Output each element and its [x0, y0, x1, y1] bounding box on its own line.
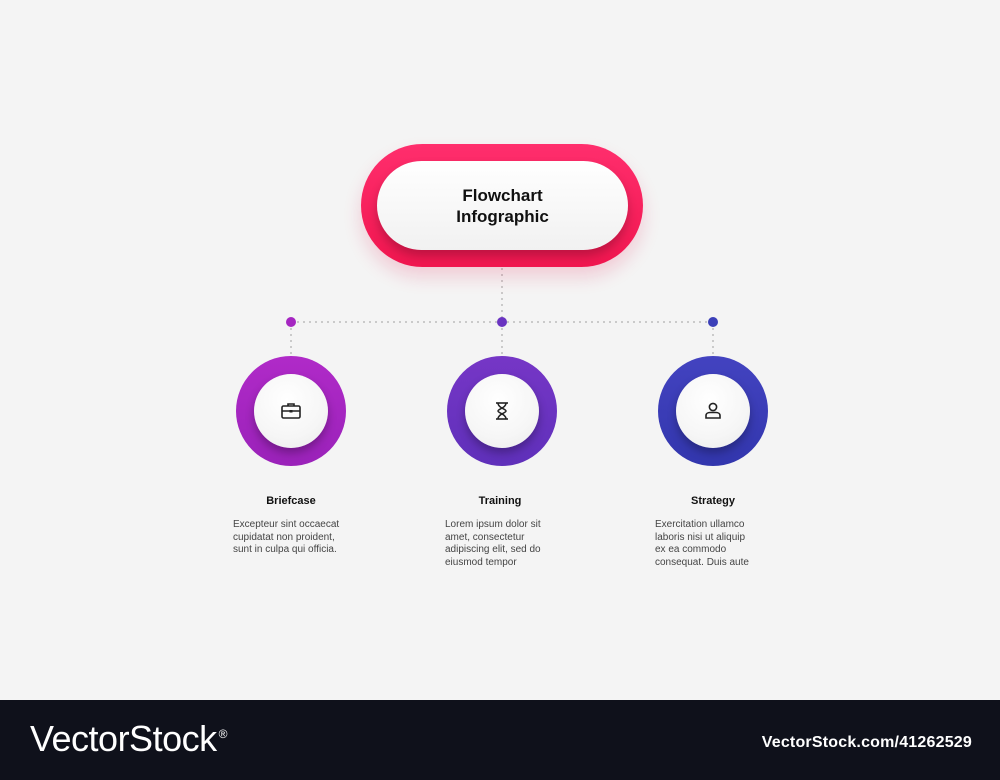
item-description: Lorem ipsum dolor sit amet, consectetur …	[445, 519, 541, 568]
root-node: Flowchart Infographic	[377, 161, 628, 250]
diagram-title: Flowchart Infographic	[456, 185, 549, 226]
brand-name: VectorStock	[30, 718, 217, 759]
node-training	[447, 356, 557, 466]
item-description: Exercitation ullamco laboris nisi ut ali…	[655, 519, 749, 568]
item-title: Briefcase	[266, 495, 316, 507]
connector-dot-1	[286, 317, 296, 327]
briefcase-icon	[281, 403, 301, 419]
node-strategy	[658, 356, 768, 466]
item-title: Strategy	[690, 495, 736, 507]
person-icon	[705, 402, 721, 419]
item-description: Excepteur sint occaecat cupidatat non pr…	[233, 519, 340, 555]
brand-logo[interactable]: VectorStock®	[30, 718, 227, 760]
connector-dot-2	[497, 317, 507, 327]
item-title: Training	[478, 495, 522, 507]
connector-dot-3	[708, 317, 718, 327]
stock-id[interactable]: VectorStock.com/41262529	[761, 734, 972, 751]
hourglass-icon	[496, 402, 508, 420]
node-disc	[676, 374, 750, 448]
node-disc	[465, 374, 539, 448]
node-briefcase	[236, 356, 346, 466]
connector-lines	[286, 268, 718, 356]
flowchart-infographic: Flowchart Infographic Briefcase Excepteu…	[233, 144, 768, 568]
registered-mark: ®	[218, 727, 228, 741]
node-disc	[254, 374, 328, 448]
footer-bar: VectorStock® VectorStock.com/41262529	[0, 700, 1000, 780]
